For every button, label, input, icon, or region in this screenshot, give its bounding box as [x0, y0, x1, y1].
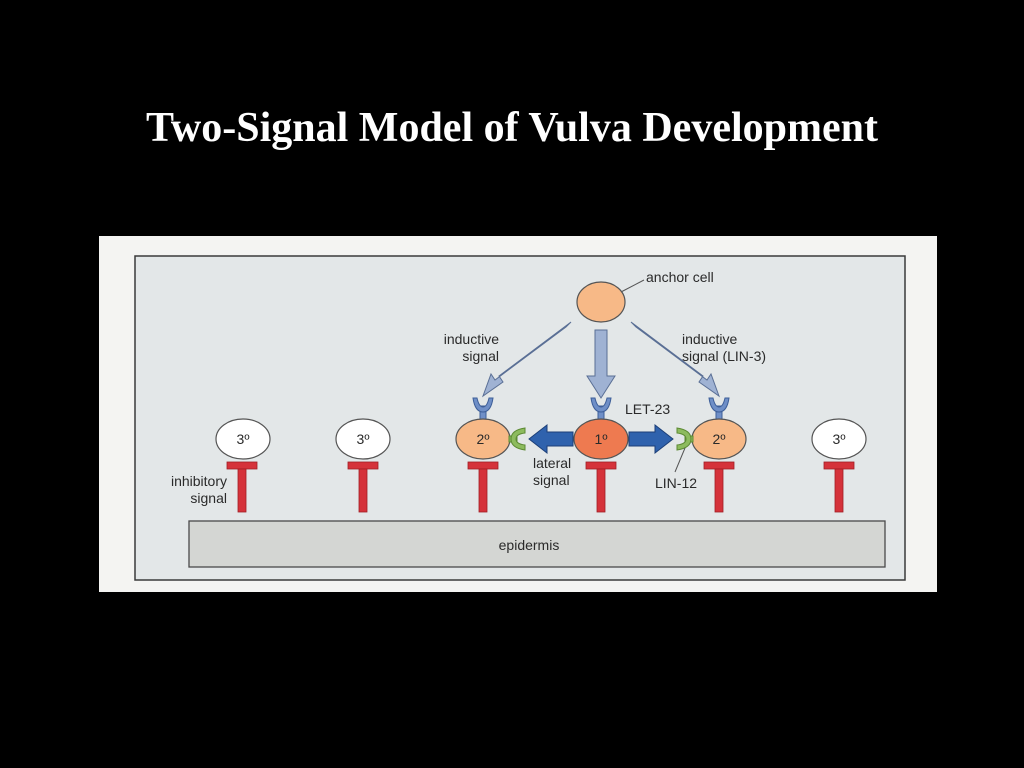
vulva-development-figure: epidermis anchor cell inductive signal i…	[99, 236, 937, 592]
lin12-receptor-left	[508, 427, 526, 451]
diagram-svg: epidermis anchor cell inductive signal i…	[134, 255, 906, 581]
lateral-arrow-right	[628, 423, 674, 455]
epidermis-label: epidermis	[499, 537, 560, 553]
inhibitory-stalk-6	[823, 461, 855, 513]
inhibitory-stalk-5	[703, 461, 735, 513]
inhibitory-stalk-4	[585, 461, 617, 513]
inductive-signal-right-line2: signal (LIN-3)	[682, 348, 766, 364]
lateral-signal-line1: lateral	[533, 455, 571, 471]
inhibitory-stalk-1	[226, 461, 258, 513]
lin12-leader	[674, 447, 686, 473]
inductive-signal-left-line2: signal	[462, 348, 499, 364]
cell-6	[811, 418, 867, 460]
lateral-arrow-left	[528, 423, 574, 455]
inductive-signal-left-line1: inductive	[444, 331, 499, 347]
anchor-cell-label: anchor cell	[646, 269, 714, 285]
inductive-arrow-center	[586, 329, 616, 399]
cell-2	[335, 418, 391, 460]
inductive-signal-right-line1: inductive	[682, 331, 737, 347]
cell-1-fate: 3º	[237, 431, 250, 447]
inductive-arrow-left	[481, 321, 572, 398]
cell-5-fate: 2º	[713, 431, 726, 447]
epidermis-bar	[188, 520, 886, 568]
inductive-arrow-right	[630, 321, 721, 398]
inhibitory-signal-line1: inhibitory	[171, 473, 227, 489]
cell-4-fate: 1º	[595, 431, 608, 447]
cell-3-fate: 2º	[477, 431, 490, 447]
lin12-label: LIN-12	[655, 475, 697, 491]
let23-label: LET-23	[625, 401, 670, 417]
lin12-receptor-right	[676, 427, 694, 451]
inhibitory-stalk-3	[467, 461, 499, 513]
inhibitory-signal-line2: signal	[190, 490, 227, 506]
anchor-cell	[576, 281, 626, 323]
lateral-signal-line2: signal	[533, 472, 570, 488]
cell-2-fate: 3º	[357, 431, 370, 447]
cell-6-fate: 3º	[833, 431, 846, 447]
cell-1	[215, 418, 271, 460]
inhibitory-stalk-2	[347, 461, 379, 513]
cell-4	[573, 418, 629, 460]
slide-title: Two-Signal Model of Vulva Development	[146, 105, 878, 151]
anchor-cell-leader	[620, 279, 645, 293]
